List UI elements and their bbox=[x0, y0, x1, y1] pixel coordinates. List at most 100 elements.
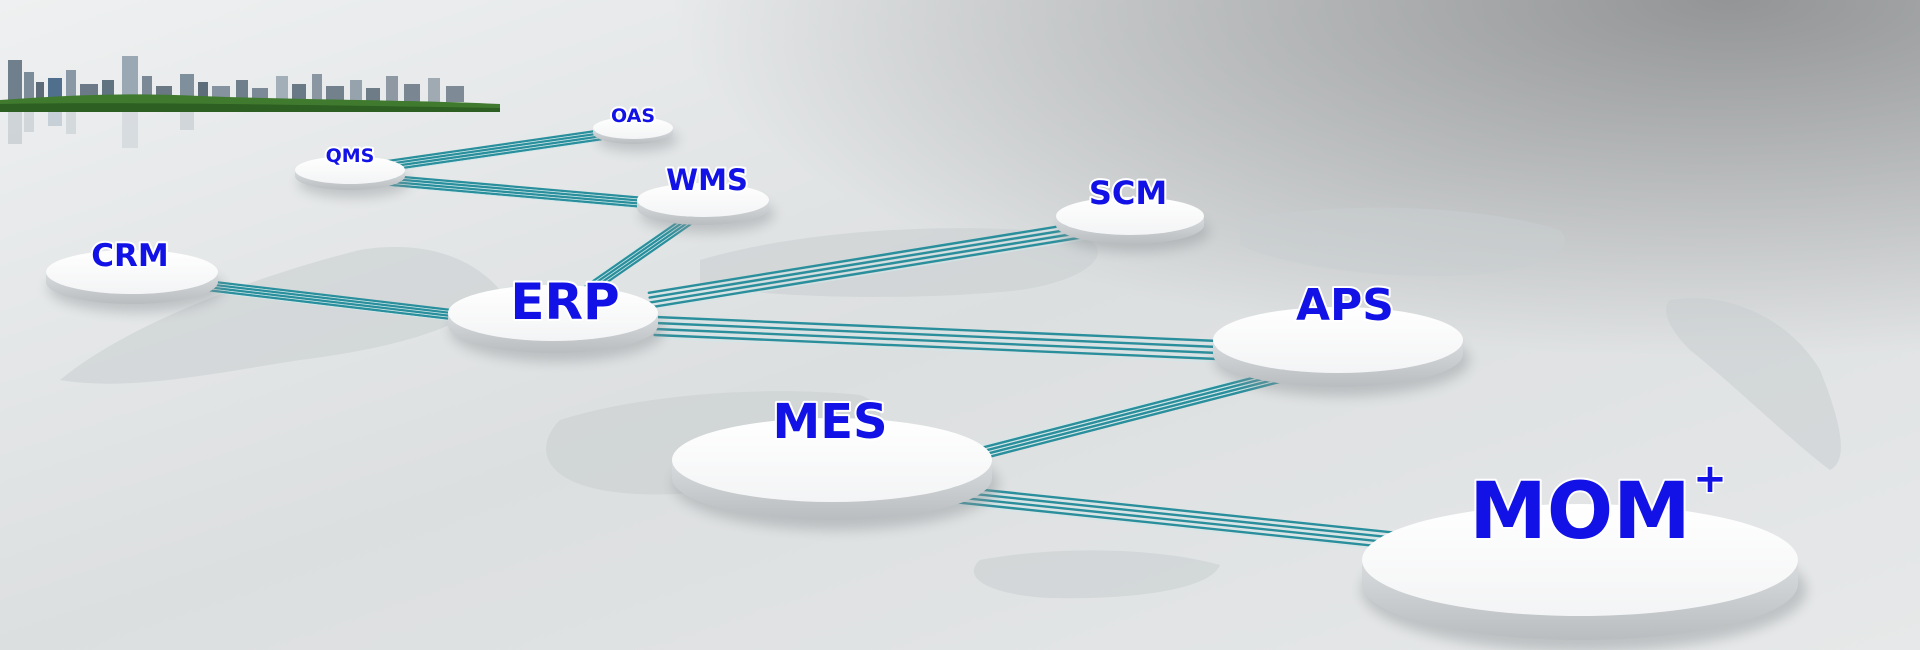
link-strand-highlight bbox=[384, 182, 650, 207]
node-label-scm: SCM bbox=[1089, 174, 1167, 212]
link-strand bbox=[938, 499, 1393, 549]
node-label-oas: OAS bbox=[611, 105, 655, 127]
link-strand bbox=[653, 333, 1219, 361]
link-erp-aps bbox=[653, 315, 1220, 363]
link-strand bbox=[209, 280, 457, 312]
city-skyline-illustration bbox=[0, 56, 500, 148]
node-scm: SCM bbox=[1056, 172, 1210, 252]
node-label-aps: APS bbox=[1296, 280, 1394, 331]
node-label-erp: ERP bbox=[510, 273, 619, 331]
node-disc-side bbox=[295, 170, 405, 190]
link-strand bbox=[973, 372, 1286, 455]
node-aps: APS bbox=[1213, 278, 1470, 397]
link-strand-highlight bbox=[655, 319, 1219, 345]
node-disc-top bbox=[593, 117, 673, 139]
nodes-layer: OAS QMS WMS CRM SCM ERP APS MES MOM+ bbox=[46, 103, 1807, 650]
node-disc-side bbox=[1056, 216, 1204, 244]
node-qms: QMS bbox=[295, 143, 411, 198]
node-label-mom: MOM bbox=[1469, 467, 1691, 557]
link-strand bbox=[939, 484, 1394, 534]
node-disc-top bbox=[295, 156, 405, 184]
node-wms: WMS bbox=[637, 161, 775, 233]
node-disc-side bbox=[672, 460, 992, 520]
link-strand-highlight bbox=[654, 331, 1218, 357]
link-strand bbox=[384, 174, 652, 200]
node-disc-side bbox=[448, 313, 658, 353]
link-crm-erp bbox=[208, 280, 457, 322]
node-superscript-mom: + bbox=[1693, 456, 1727, 502]
link-strand-highlight bbox=[384, 131, 600, 164]
node-disc-side bbox=[46, 272, 218, 304]
link-strand bbox=[384, 138, 602, 172]
link-strand bbox=[383, 177, 652, 203]
node-crm: CRM bbox=[46, 236, 224, 313]
node-disc-top bbox=[637, 183, 769, 217]
node-label-crm: CRM bbox=[91, 238, 168, 274]
link-strand-highlight bbox=[649, 224, 1082, 296]
link-strand-highlight bbox=[974, 374, 1286, 456]
link-strand bbox=[653, 327, 1220, 355]
node-label-mes: MES bbox=[772, 394, 887, 450]
link-strand-highlight bbox=[384, 134, 601, 167]
link-strand bbox=[972, 368, 1285, 452]
link-strand bbox=[383, 129, 601, 163]
link-strand bbox=[647, 221, 1083, 294]
node-erp: ERP bbox=[448, 271, 665, 362]
link-strand-highlight bbox=[651, 239, 1084, 311]
link-strand bbox=[975, 378, 1288, 462]
link-strand-highlight bbox=[385, 176, 651, 201]
link-strand-highlight bbox=[938, 502, 1392, 551]
link-strand bbox=[384, 135, 602, 169]
link-strand-highlight bbox=[654, 337, 1218, 363]
links-layer bbox=[208, 129, 1394, 551]
node-label-wms: WMS bbox=[666, 163, 748, 197]
link-strand-highlight bbox=[939, 497, 1392, 546]
link-strand-highlight bbox=[650, 234, 1083, 306]
node-disc-top bbox=[1056, 197, 1204, 235]
link-strand-highlight bbox=[209, 285, 456, 316]
node-disc-top bbox=[672, 418, 992, 502]
link-strand bbox=[938, 494, 1393, 544]
link-strand bbox=[584, 217, 696, 295]
link-strand-highlight bbox=[973, 367, 1284, 449]
link-strand-highlight bbox=[940, 487, 1393, 536]
link-strand-highlight bbox=[586, 219, 695, 295]
link-strand-highlight bbox=[384, 179, 651, 204]
link-strand bbox=[208, 286, 457, 318]
link-strand-highlight bbox=[385, 140, 601, 173]
link-strand bbox=[653, 321, 1220, 349]
node-disc-side bbox=[637, 200, 769, 225]
link-strand bbox=[208, 289, 456, 321]
link-strand bbox=[654, 315, 1220, 343]
node-disc-side bbox=[1213, 340, 1463, 387]
link-strand-highlight bbox=[654, 325, 1219, 351]
node-disc-top bbox=[46, 250, 218, 294]
link-strand-highlight bbox=[384, 185, 650, 210]
link-strand bbox=[383, 183, 651, 209]
link-strand bbox=[974, 375, 1287, 458]
link-strand bbox=[383, 180, 652, 206]
link-aps-mes bbox=[972, 367, 1288, 462]
link-strand-highlight bbox=[973, 371, 1285, 452]
link-strand bbox=[383, 132, 601, 166]
link-qms-wms bbox=[383, 174, 652, 210]
node-disc-top bbox=[448, 285, 658, 341]
node-disc-side bbox=[1362, 560, 1798, 640]
link-strand-highlight bbox=[975, 378, 1287, 459]
link-strand-highlight bbox=[209, 288, 455, 319]
link-erp-scm bbox=[647, 221, 1085, 311]
link-strand bbox=[586, 219, 697, 297]
link-strand-highlight bbox=[649, 229, 1083, 301]
node-disc-top bbox=[1362, 504, 1798, 616]
link-strand bbox=[649, 235, 1085, 309]
node-disc-top bbox=[1213, 307, 1463, 373]
node-oas: OAS bbox=[593, 103, 678, 152]
link-strand-highlight bbox=[385, 137, 601, 170]
link-strand bbox=[648, 226, 1083, 299]
link-strand-highlight bbox=[210, 282, 456, 313]
link-mes-mom bbox=[938, 484, 1394, 551]
link-strand bbox=[939, 489, 1394, 539]
node-label-qms: QMS bbox=[326, 145, 375, 167]
